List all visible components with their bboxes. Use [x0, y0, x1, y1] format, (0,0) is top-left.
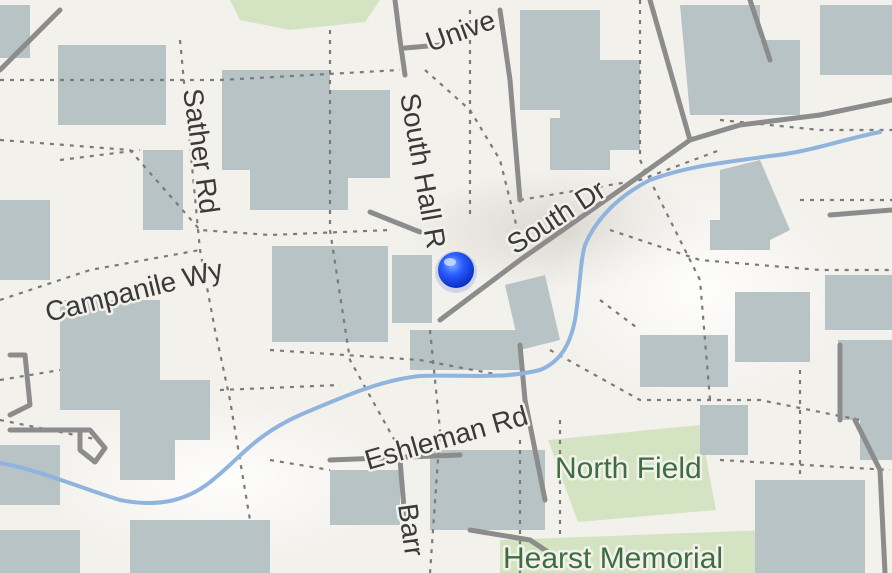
hearst-green	[500, 530, 776, 573]
building	[640, 335, 728, 387]
building	[410, 330, 520, 370]
building	[143, 150, 183, 230]
eshleman-rd-road	[327, 452, 463, 463]
building	[755, 480, 865, 573]
road	[747, 0, 773, 63]
building	[392, 255, 432, 323]
building	[222, 70, 348, 210]
current-location-marker[interactable]	[435, 251, 477, 293]
building	[330, 90, 390, 178]
building	[0, 530, 80, 573]
road	[7, 352, 33, 418]
road	[367, 209, 423, 235]
road	[827, 207, 892, 218]
building	[838, 340, 892, 460]
building	[330, 470, 400, 525]
building	[735, 292, 810, 362]
label-north-field: North Field	[555, 452, 702, 485]
location-dot-highlight	[444, 258, 456, 266]
road	[0, 7, 63, 73]
road	[402, 42, 443, 51]
strawberry-creek	[0, 130, 882, 506]
building	[520, 10, 640, 150]
location-dot-icon[interactable]	[438, 252, 474, 288]
building	[505, 275, 560, 350]
building	[825, 275, 892, 330]
building	[550, 118, 610, 170]
road	[467, 527, 563, 563]
road	[7, 427, 108, 465]
building	[58, 45, 166, 125]
road	[852, 417, 888, 573]
place-labels: North Field Hearst Memorial	[501, 450, 726, 573]
road	[497, 7, 523, 203]
building	[130, 520, 270, 573]
building	[680, 5, 800, 115]
building	[430, 450, 545, 530]
road	[397, 457, 408, 523]
building	[272, 246, 388, 342]
road	[647, 0, 693, 143]
building	[820, 5, 892, 75]
building	[0, 200, 50, 280]
building	[0, 5, 30, 58]
building	[710, 220, 770, 250]
road	[392, 0, 408, 78]
building	[60, 300, 210, 480]
label-hearst-memorial: Hearst Memorial	[503, 542, 723, 573]
north-field-green	[548, 425, 716, 522]
green-area-top	[230, 0, 380, 30]
buildings	[0, 5, 892, 573]
building	[700, 405, 748, 455]
